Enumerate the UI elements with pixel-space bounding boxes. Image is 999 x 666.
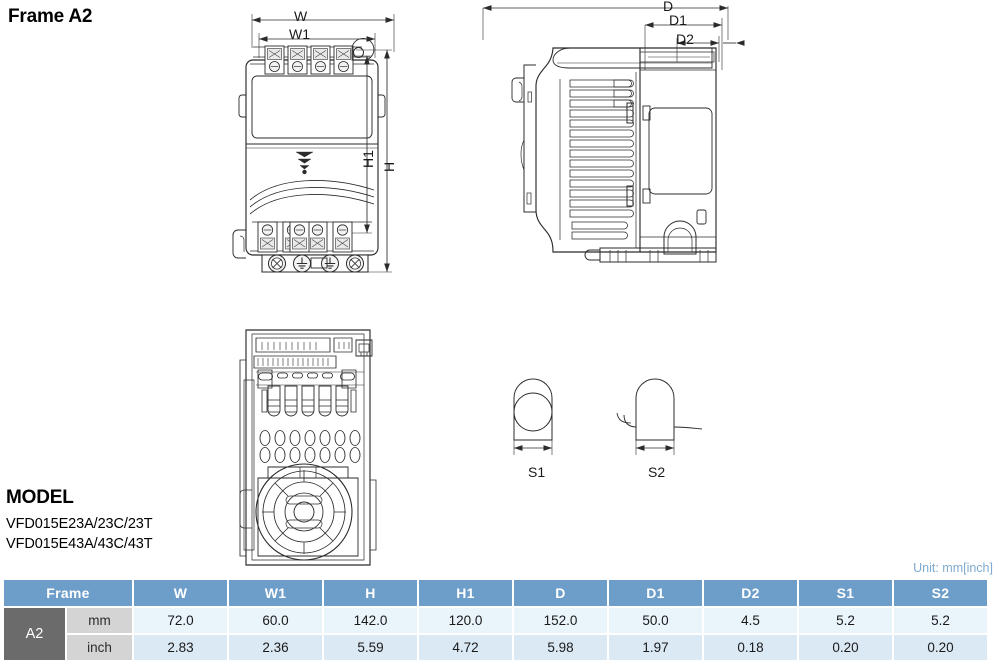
cell-s2-mm: 5.2 (894, 608, 987, 633)
cell-w1-mm: 60.0 (229, 608, 322, 633)
cell-s1-inch: 0.20 (799, 635, 892, 660)
cell-d2-mm: 4.5 (704, 608, 797, 633)
cell-h1-inch: 4.72 (419, 635, 512, 660)
cell-s1-mm: 5.2 (799, 608, 892, 633)
dimension-label-w1: W1 (289, 26, 310, 42)
dimension-label-h: H (381, 161, 397, 172)
cell-w1-inch: 2.36 (229, 635, 322, 660)
dimensions-table: Frame W W1 H H1 D D1 D2 S1 S2 A2 mm 72.0… (2, 578, 989, 662)
cell-h1-mm: 120.0 (419, 608, 512, 633)
unit-cell-mm: mm (66, 608, 132, 633)
table-header-d1: D1 (609, 580, 702, 606)
table-header-s2: S2 (894, 580, 987, 606)
unit-cell-inch: inch (66, 635, 132, 660)
table-header-d2: D2 (704, 580, 797, 606)
table-row: inch 2.83 2.36 5.59 4.72 5.98 1.97 0.18 … (4, 635, 987, 660)
cell-w-inch: 2.83 (134, 635, 227, 660)
unit-note: Unit: mm[inch] (913, 561, 993, 575)
cell-h-mm: 142.0 (324, 608, 417, 633)
table-header-frame: Frame (4, 580, 132, 606)
front-view-drawing (232, 14, 395, 273)
cell-d2-inch: 0.18 (704, 635, 797, 660)
cell-d-mm: 152.0 (514, 608, 607, 633)
table-header-row: Frame W W1 H H1 D D1 D2 S1 S2 (4, 580, 987, 606)
screw-hole-s2-detail (616, 378, 703, 455)
dimension-label-d2: D2 (676, 31, 694, 47)
dimension-label-h1: H1 (360, 150, 376, 168)
model-number-line: VFD015E23A/23C/23T (6, 516, 153, 532)
dimension-label-w: W (294, 8, 308, 24)
table-header-s1: S1 (799, 580, 892, 606)
rear-view-drawing (239, 329, 377, 566)
cell-d-inch: 5.98 (514, 635, 607, 660)
table-header-w1: W1 (229, 580, 322, 606)
dimension-label-s2: S2 (648, 464, 666, 480)
dimension-label-d1: D1 (669, 12, 687, 28)
cell-d1-inch: 1.97 (609, 635, 702, 660)
table-row: A2 mm 72.0 60.0 142.0 120.0 152.0 50.0 4… (4, 608, 987, 660)
engineering-drawings-svg (232, 5, 745, 566)
frame-cell: A2 (4, 608, 65, 660)
table-header-d: D (514, 580, 607, 606)
table-header-h: H (324, 580, 417, 606)
drawing-area (232, 5, 745, 566)
table-header-h1: H1 (419, 580, 512, 606)
cell-s2-inch: 0.20 (894, 635, 987, 660)
screw-hole-s1-detail (513, 378, 553, 455)
page-title: Frame A2 (8, 6, 93, 27)
cell-w-mm: 72.0 (134, 608, 227, 633)
cell-d1-mm: 50.0 (609, 608, 702, 633)
model-heading: MODEL (6, 487, 74, 508)
dimension-label-s1: S1 (528, 464, 546, 480)
side-view-drawing (482, 5, 745, 263)
cell-h-inch: 5.59 (324, 635, 417, 660)
model-number-line: VFD015E43A/43C/43T (6, 536, 153, 552)
table-header-w: W (134, 580, 227, 606)
dimension-label-d: D (663, 0, 674, 14)
